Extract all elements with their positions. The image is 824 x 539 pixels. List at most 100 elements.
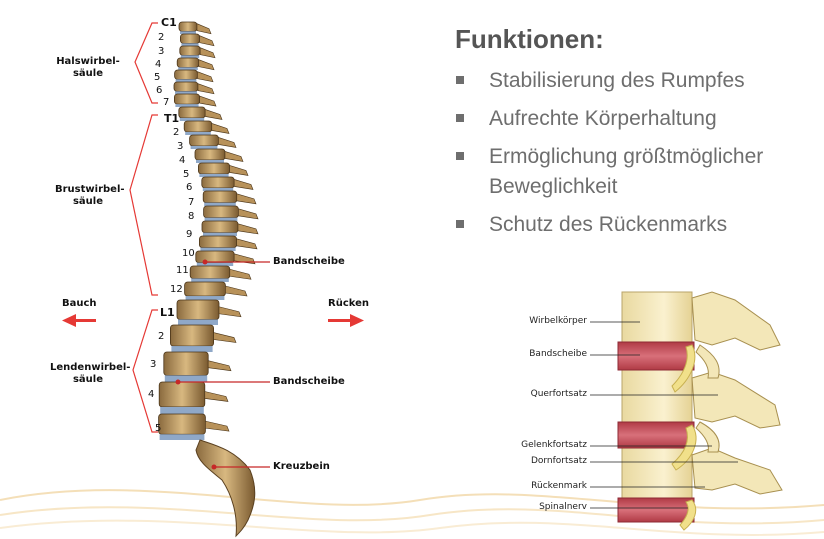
intervertebral-disc <box>180 55 200 58</box>
intervertebral-disc <box>204 202 236 206</box>
spinous-process <box>207 360 232 372</box>
spinous-process <box>204 109 223 120</box>
direction-back: Rücken <box>328 298 370 309</box>
direction-front: Bauch <box>62 298 97 309</box>
label-disc-lower: Bandscheibe <box>273 376 345 387</box>
intervertebral-disc <box>164 375 208 382</box>
vertebra-number-thoracic-9: 9 <box>186 229 193 240</box>
intervertebral-disc <box>200 247 236 251</box>
spinous-process <box>229 268 252 280</box>
region-lumbar: Lendenwirbel- säule <box>50 362 131 385</box>
vertebra-number-thoracic-10: 10 <box>182 248 195 259</box>
bullet-icon <box>456 114 464 122</box>
vertebra-number-cervical-2: 2 <box>158 32 165 43</box>
intervertebral-disc <box>171 346 213 352</box>
vertebra-number-cervical-7: 7 <box>163 97 170 108</box>
intervertebral-disc <box>175 79 197 82</box>
direction-arrows <box>62 314 364 327</box>
intervertebral-disc <box>190 145 218 149</box>
region-thoracic: Brustwirbel- säule <box>55 184 125 207</box>
label-disc-upper: Bandscheibe <box>273 256 345 267</box>
segment-label-5: Dornfortsatz <box>530 456 587 466</box>
spinous-process <box>233 253 256 265</box>
vertebra-number-thoracic-5: 5 <box>183 169 190 180</box>
vertebra-number-thoracic-1: T1 <box>164 112 180 125</box>
spinous-process <box>224 151 244 162</box>
spinous-process <box>236 193 257 205</box>
spinous-process <box>238 208 259 220</box>
intervertebral-disc <box>196 262 234 266</box>
spinous-process <box>229 165 249 176</box>
segment-label-7: Spinalnerv <box>539 502 587 512</box>
vertebra-number-thoracic-7: 7 <box>188 197 195 208</box>
spinous-process <box>198 59 215 71</box>
spinous-process <box>197 71 214 83</box>
vertebra-number-cervical-6: 6 <box>156 85 163 96</box>
intervertebral-disc <box>185 131 211 135</box>
intervertebral-disc <box>175 91 197 94</box>
bullet-icon <box>456 76 464 84</box>
spinous-process <box>205 420 230 432</box>
pointer-lines <box>178 261 270 468</box>
spinous-process <box>199 47 216 59</box>
spinous-process <box>236 238 258 250</box>
bullet-icon <box>456 152 464 160</box>
spinous-process <box>196 23 212 35</box>
intervertebral-disc <box>203 232 237 236</box>
spinous-process <box>199 35 215 47</box>
segment-label-1: Wirbelkörper <box>529 316 587 326</box>
spinous-process <box>225 285 248 297</box>
vertebral-column <box>158 21 259 440</box>
spinous-process <box>233 179 254 190</box>
spinous-process <box>211 123 230 134</box>
spinous-process <box>197 83 215 95</box>
vertebra-number-thoracic-8: 8 <box>188 211 195 222</box>
intervertebral-disc <box>160 406 204 414</box>
intervertebral-disc <box>178 319 218 325</box>
vertebra-number-lumbar-4: 4 <box>148 389 155 400</box>
vertebra-number-lumbar-1: L1 <box>160 306 175 319</box>
intervertebral-disc <box>204 217 238 221</box>
vertebra-number-cervical-3: 3 <box>158 46 165 57</box>
vertebra-number-thoracic-2: 2 <box>173 127 180 138</box>
region-brackets <box>129 22 158 433</box>
vertebra-number-cervical-1: C1 <box>161 16 177 29</box>
list-item: Ermöglichung größtmöglicher Beweglichkei… <box>455 142 820 202</box>
segment-label-lines <box>590 321 738 509</box>
list-item: Stabilisierung des Rumpfes <box>455 66 820 96</box>
intervertebral-disc <box>180 31 196 34</box>
segment-label-3: Querfortsatz <box>530 389 587 399</box>
label-sacrum: Kreuzbein <box>273 461 330 472</box>
vertebra-number-thoracic-11: 11 <box>176 265 189 276</box>
vertebra-number-thoracic-12: 12 <box>170 284 183 295</box>
intervertebral-disc <box>175 104 199 107</box>
spinous-process <box>199 95 217 107</box>
list-item: Aufrechte Körperhaltung <box>455 104 820 134</box>
spinous-process <box>218 137 237 148</box>
functions-title: Funktionen: <box>455 24 604 54</box>
list-item: Schutz des Rückenmarks <box>455 210 820 240</box>
vertebra-number-thoracic-4: 4 <box>179 155 186 166</box>
spinous-process <box>237 223 259 235</box>
vertebra-number-cervical-4: 4 <box>155 59 162 70</box>
intervertebral-disc <box>202 187 234 191</box>
functions-list: Stabilisierung des Rumpfes Aufrechte Kör… <box>455 66 820 248</box>
vertebra-number-lumbar-5: 5 <box>155 423 162 434</box>
vertebra-number-thoracic-3: 3 <box>177 141 184 152</box>
region-cervical: Halswirbel- säule <box>56 56 120 79</box>
vertebra-number-cervical-5: 5 <box>154 72 161 83</box>
spinous-process <box>204 391 229 402</box>
vertebra-number-lumbar-3: 3 <box>150 359 157 370</box>
segment-label-6: Rückenmark <box>531 481 587 491</box>
intervertebral-disc <box>199 173 229 177</box>
segment-label-4: Gelenkfortsatz <box>521 440 587 450</box>
intervertebral-disc <box>185 296 225 300</box>
bullet-icon <box>456 220 464 228</box>
vertebra-number-thoracic-6: 6 <box>186 182 193 193</box>
spinous-process <box>213 332 237 343</box>
intervertebral-disc <box>179 117 205 121</box>
intervertebral-disc <box>196 159 224 163</box>
